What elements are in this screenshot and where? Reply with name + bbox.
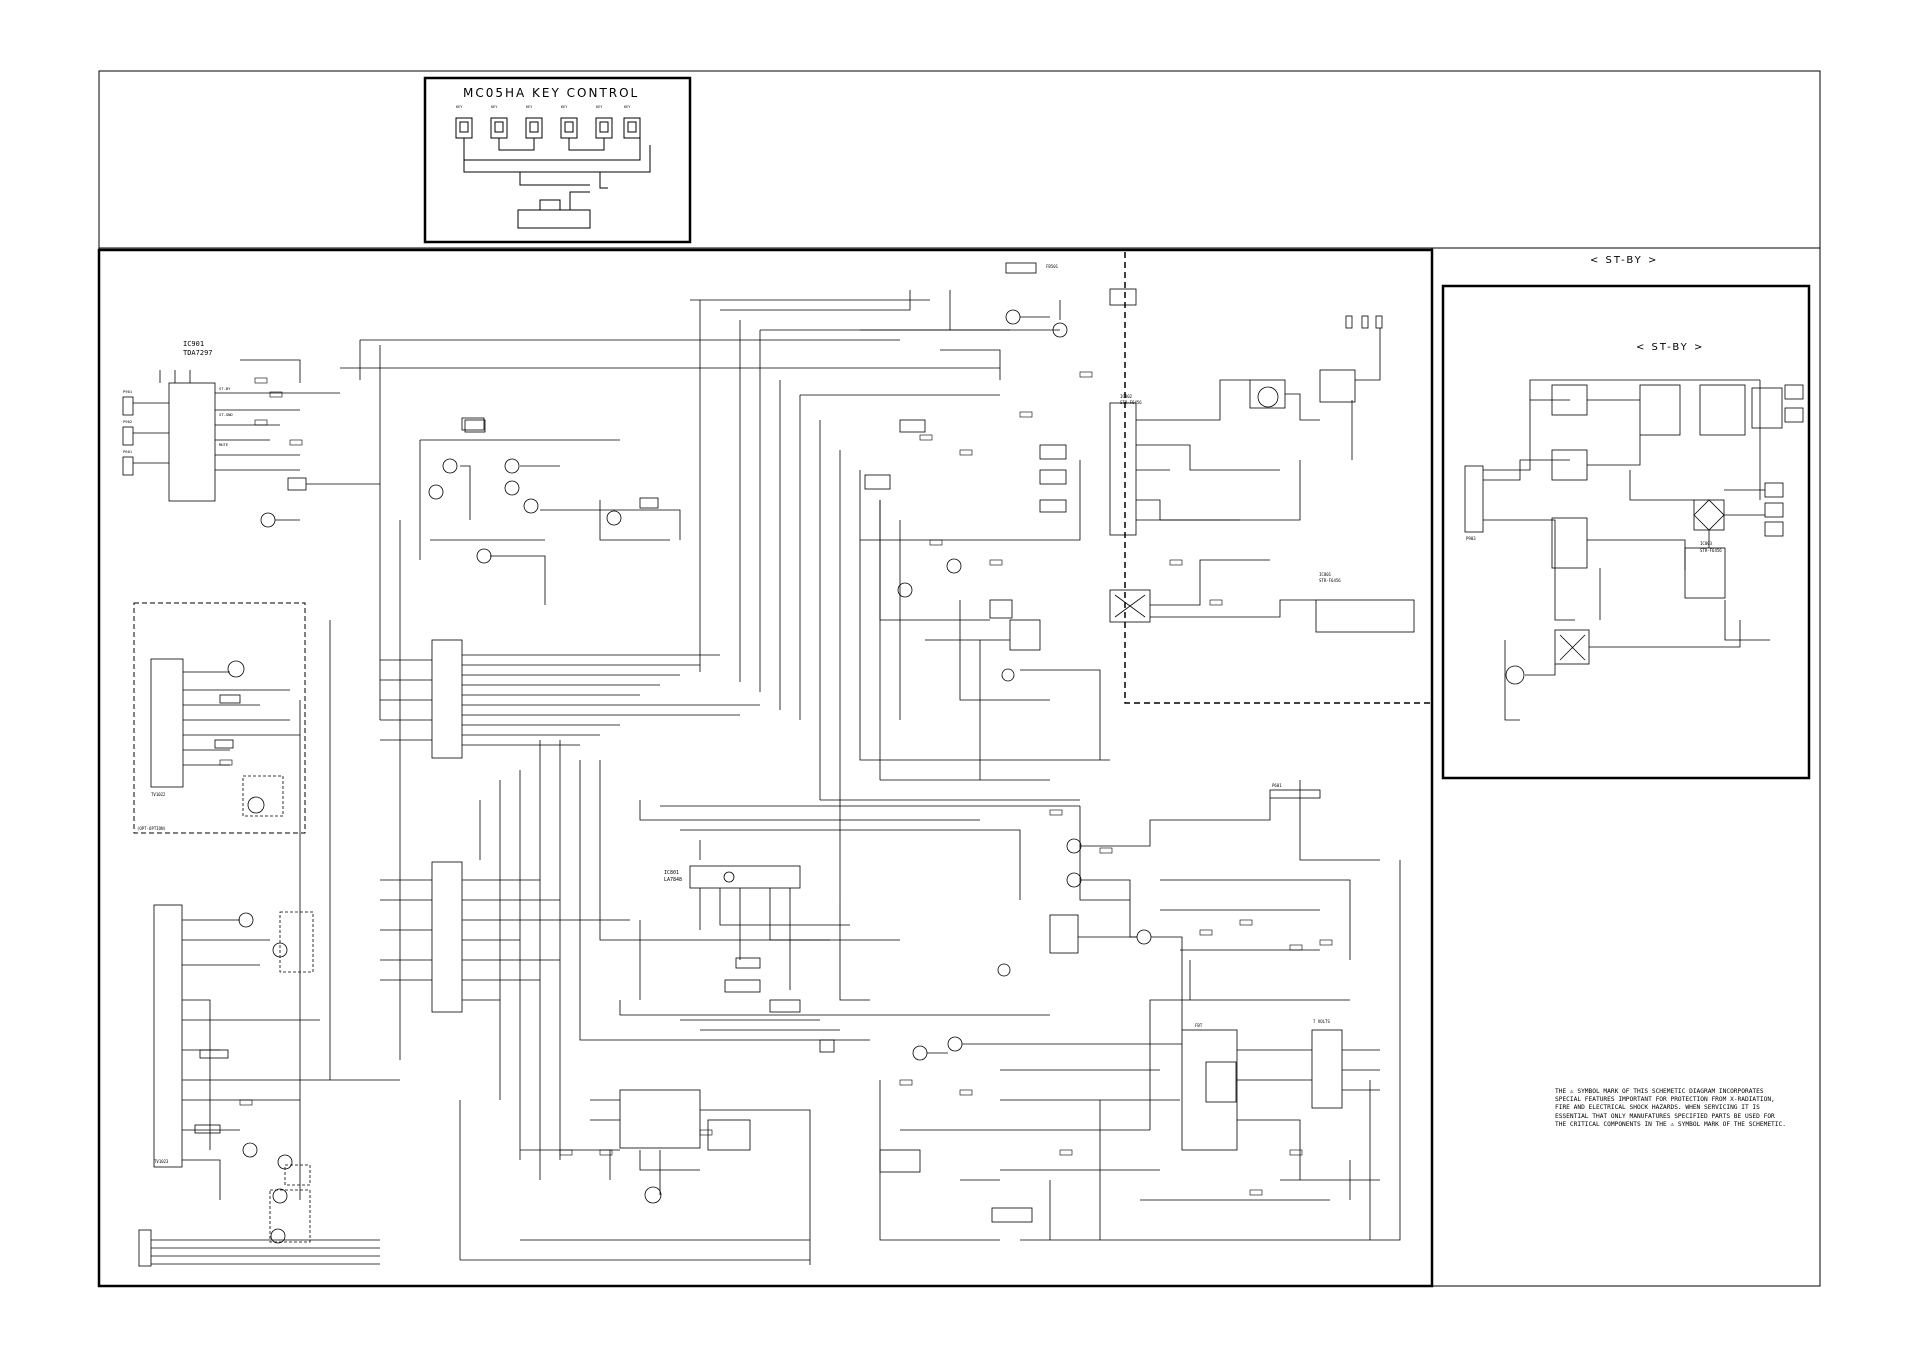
standby-title-outer: < ST-BY > [1590, 255, 1658, 266]
volts-label: 7 VOLTS [1313, 1019, 1330, 1024]
svg-text:KEY: KEY [491, 105, 498, 109]
standby-p-label: P903 [1466, 536, 1476, 541]
power-section: IC802 STR-F6456 IC801 STR-F6456 FB501 [860, 252, 1432, 704]
svg-text:FB501: FB501 [1046, 264, 1059, 269]
safety-note-line: THE ⚠ SYMBOL MARK OF THIS SCHEMETIC DIAG… [1555, 1088, 1764, 1095]
main-frame [97, 248, 1434, 1288]
svg-text:ST-BY: ST-BY [219, 386, 231, 391]
svg-text:P902: P902 [123, 419, 132, 424]
key-control-title: MC05HA KEY CONTROL [463, 86, 639, 100]
svg-text:KEY: KEY [624, 105, 631, 109]
svg-text:KEY: KEY [561, 105, 568, 109]
standby-title-inner: < ST-BY > [1636, 342, 1704, 353]
main-ic-pair [380, 417, 760, 1013]
sound-ic-section [520, 1089, 811, 1265]
svg-text:P601: P601 [123, 449, 133, 454]
vertical-section: IC801 LA7848 [664, 865, 850, 1053]
fbt-label: FBT [1195, 1023, 1203, 1028]
passive-components [219, 371, 1333, 1196]
ic802-label: IC802 [1120, 394, 1133, 399]
svg-text:P901: P901 [123, 389, 133, 394]
av-connector-column: TV1023 [138, 904, 400, 1267]
svg-text:MUTE: MUTE [219, 442, 229, 447]
tv-label-b: TV1023 [154, 1159, 169, 1164]
safety-note: THE ⚠ SYMBOL MARK OF THIS SCHEMETIC DIAG… [1555, 1088, 1786, 1129]
safety-note-line: SPECIAL FEATURES IMPORTANT FOR PROTECTIO… [1555, 1096, 1775, 1104]
safety-note-line: FIRE AND ELECTRICAL SHOCK HAZARDS. WHEN … [1555, 1104, 1760, 1112]
transistor-cluster [419, 419, 681, 605]
p-connector-label: P601 [1272, 783, 1282, 788]
ic802-part: STR-F6456 [1120, 400, 1142, 405]
option-box: (OPT-OPTION) TV1022 [133, 602, 306, 834]
svg-text:ST-GND: ST-GND [219, 412, 233, 417]
ic901-part: TDA7297 [183, 349, 213, 357]
standby-panel: < ST-BY > [1441, 284, 1811, 780]
tv-label-a: TV1022 [151, 792, 166, 797]
deflection-section: P601 FBT 7 VOLTS [879, 783, 1380, 1240]
standby-ic-part: STR-F6456 [1700, 548, 1722, 553]
svg-text:KEY: KEY [526, 105, 533, 109]
key-control-panel: MC05HA KEY CONTROL KEY KEY KEY KEY KEY KEY [423, 76, 692, 244]
la7848-ic-label: IC801 [664, 870, 679, 876]
svg-text:IC801: IC801 [1319, 572, 1332, 577]
routing-wires [299, 290, 1401, 1261]
ic901-label: IC901 [183, 340, 204, 348]
svg-text:KEY: KEY [456, 105, 463, 109]
safety-note-line: THE CRITICAL COMPONENTS IN THE ⚠ SYMBOL … [1555, 1120, 1786, 1128]
svg-text:STR-F6456: STR-F6456 [1319, 578, 1341, 583]
option-label: (OPT-OPTION) [137, 826, 166, 831]
svg-text:KEY: KEY [596, 105, 603, 109]
standby-ic-label: IC803 [1700, 541, 1713, 546]
safety-note-line: ESSENTIAL THAT ONLY MANUFATURES SPECIFIE… [1555, 1112, 1775, 1120]
la7848-part: LA7848 [664, 877, 682, 883]
